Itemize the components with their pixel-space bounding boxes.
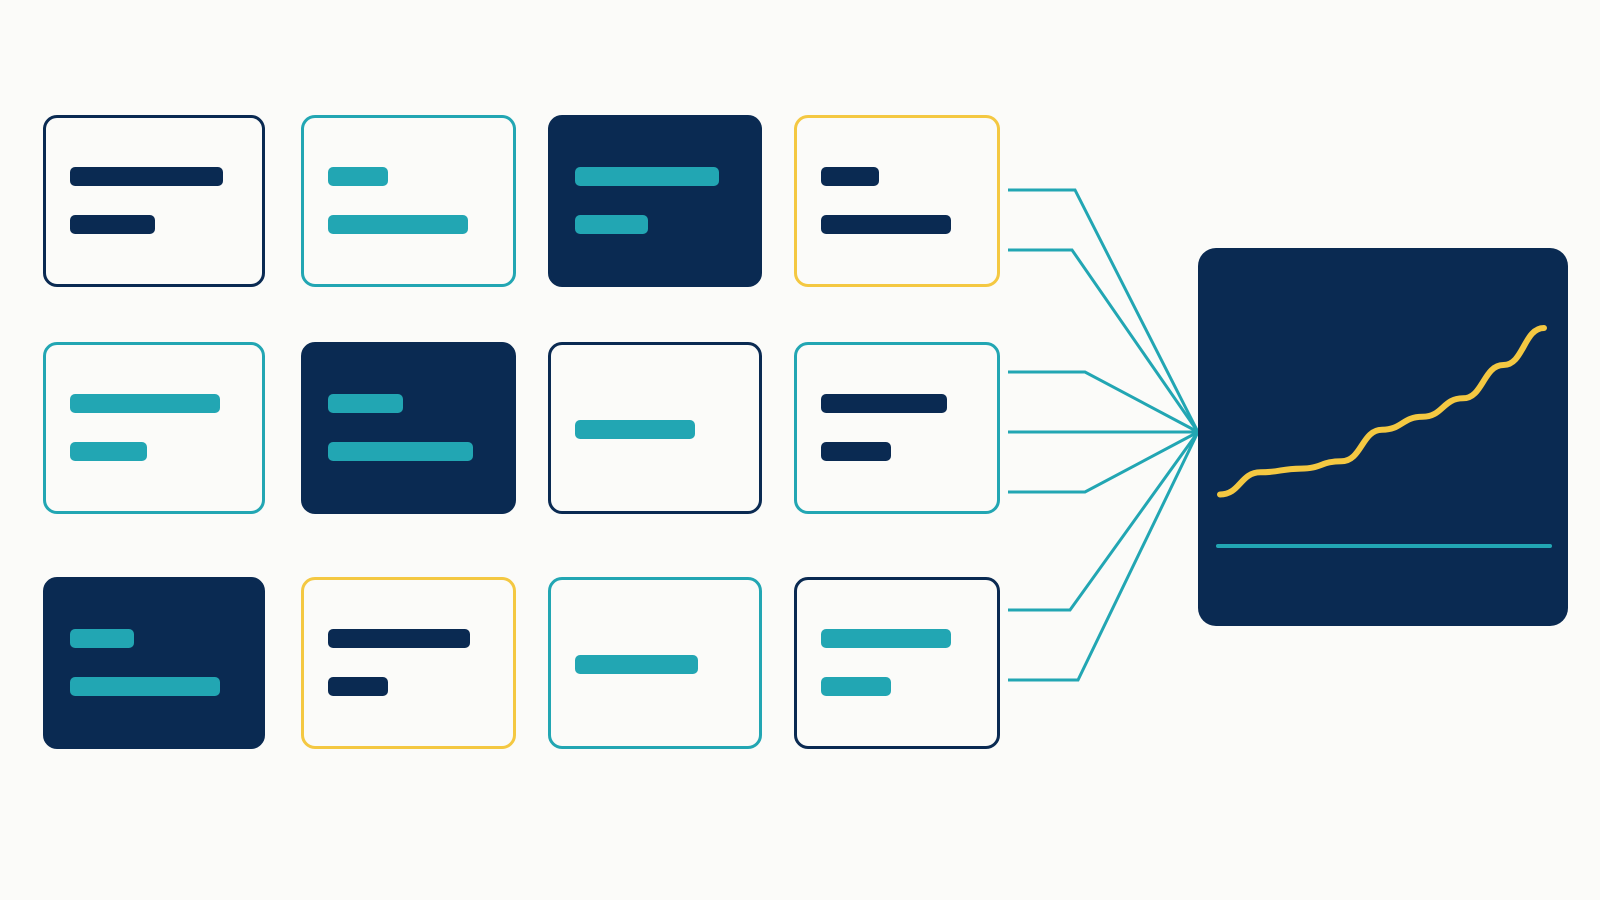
card-text-line: [575, 655, 698, 674]
connector-line: [1008, 431, 1200, 612]
output-chart-panel: [1198, 248, 1568, 626]
connector-line: [1008, 248, 1200, 433]
card-r1-c1: [43, 115, 265, 287]
card-r2-c1: [43, 342, 265, 514]
card-text-line: [821, 215, 951, 234]
card-r2-c2: [301, 342, 516, 514]
connector-line: [1008, 370, 1199, 434]
card-r1-c2: [301, 115, 516, 287]
card-text-line: [70, 394, 220, 413]
card-text-line: [70, 442, 147, 461]
card-text-line: [328, 215, 468, 234]
card-r3-c2: [301, 577, 516, 749]
card-r3-c1: [43, 577, 265, 749]
card-r2-c4: [794, 342, 1000, 514]
card-r1-c4: [794, 115, 1000, 287]
card-r2-c3: [548, 342, 762, 514]
trend-line: [1217, 325, 1547, 498]
card-text-line: [821, 167, 879, 186]
card-text-line: [821, 677, 891, 696]
card-text-line: [575, 167, 719, 186]
card-text-line: [70, 629, 134, 648]
card-text-line: [328, 442, 473, 461]
card-text-line: [575, 420, 695, 439]
card-text-line: [70, 677, 220, 696]
card-text-line: [70, 215, 155, 234]
card-text-line: [328, 677, 388, 696]
connector-line: [1008, 430, 1199, 494]
card-text-line: [821, 629, 951, 648]
trend-chart: [1216, 325, 1552, 548]
card-text-line: [70, 167, 223, 186]
card-r1-c3: [548, 115, 762, 287]
card-text-line: [328, 167, 388, 186]
card-text-line: [821, 442, 891, 461]
card-text-line: [821, 394, 947, 413]
card-text-line: [328, 629, 470, 648]
connector-line: [1008, 188, 1200, 433]
card-r3-c4: [794, 577, 1000, 749]
card-r3-c3: [548, 577, 762, 749]
connector-line: [1008, 431, 1200, 682]
card-text-line: [575, 215, 648, 234]
card-text-line: [328, 394, 403, 413]
